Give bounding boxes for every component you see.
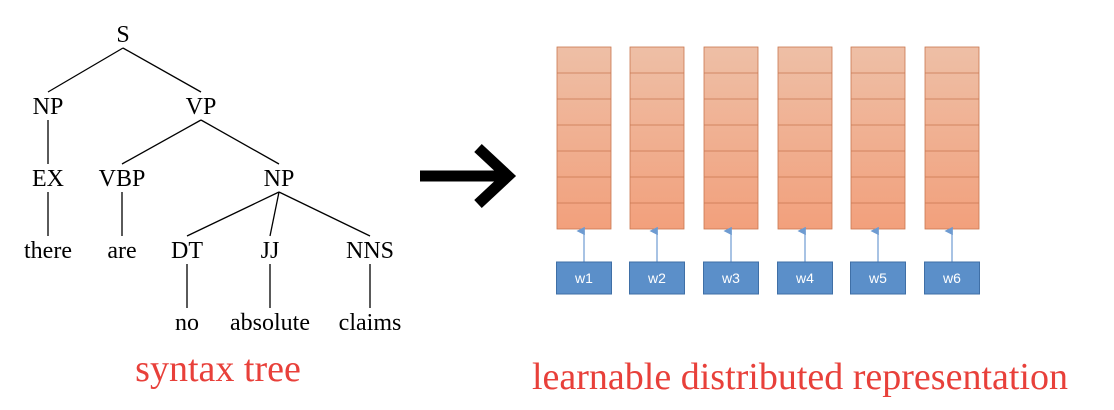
tree-node-claims: claims xyxy=(339,310,402,336)
word-box xyxy=(924,261,980,295)
tree-node-nns: NNS xyxy=(346,238,394,264)
word-label: w5 xyxy=(868,270,887,286)
vector-column-4: w4 xyxy=(777,46,833,295)
tree-edge-np2-nns xyxy=(278,191,371,237)
word-box xyxy=(556,261,612,295)
embedding-vector xyxy=(924,46,980,230)
distributed-representation: w1 w2 w3 w4 w5 w6 xyxy=(556,46,980,295)
word-label: w2 xyxy=(647,270,666,286)
embedding-vector xyxy=(556,46,612,230)
word-box xyxy=(703,261,759,295)
tree-node-s: S xyxy=(116,22,129,48)
word-box xyxy=(850,261,906,295)
tree-node-vbp: VBP xyxy=(99,166,146,192)
vector-column-1: w1 xyxy=(556,46,612,295)
tree-node-absolute: absolute xyxy=(230,310,310,336)
tree-edge-np2-dt xyxy=(186,191,280,237)
vector-column-6: w6 xyxy=(924,46,980,295)
embedding-vector xyxy=(703,46,759,230)
word-box xyxy=(777,261,833,295)
representation-caption: learnable distributed representation xyxy=(532,356,1068,398)
embedding-vector xyxy=(850,46,906,230)
tree-node-vp: VP xyxy=(186,94,217,120)
tree-edge-s-vp xyxy=(122,47,202,93)
embedding-vector xyxy=(777,46,833,230)
tree-node-no: no xyxy=(175,310,199,336)
tree-node-there: there xyxy=(24,238,72,264)
vector-column-2: w2 xyxy=(629,46,685,295)
tree-edges xyxy=(47,47,371,308)
tree-node-np1: NP xyxy=(33,94,64,120)
word-label: w4 xyxy=(795,270,814,286)
word-label: w1 xyxy=(574,270,593,286)
right-arrow-icon xyxy=(420,143,517,209)
tree-node-np2: NP xyxy=(264,166,295,192)
vector-column-3: w3 xyxy=(703,46,759,295)
syntax-tree: S NP VP EX VBP NP there are DT JJ NNS no absolute cla… xyxy=(24,22,401,336)
tree-edge-s-np1 xyxy=(47,47,124,93)
tree-nodes: S NP VP EX VBP NP there are DT JJ NNS no absolute cla… xyxy=(24,22,401,336)
tree-node-are: are xyxy=(107,238,136,264)
tree-edge-np2-jj xyxy=(269,191,280,237)
tree-node-jj: JJ xyxy=(261,238,280,264)
syntax-tree-caption: syntax tree xyxy=(135,348,301,390)
word-label: w3 xyxy=(721,270,740,286)
word-label: w6 xyxy=(942,270,961,286)
tree-edge-vp-vbp xyxy=(121,119,202,165)
word-box xyxy=(629,261,685,295)
tree-edge-vp-np2 xyxy=(200,119,280,165)
embedding-vector xyxy=(629,46,685,230)
vector-column-5: w5 xyxy=(850,46,906,295)
tree-node-ex: EX xyxy=(32,166,64,192)
tree-node-dt: DT xyxy=(171,238,203,264)
